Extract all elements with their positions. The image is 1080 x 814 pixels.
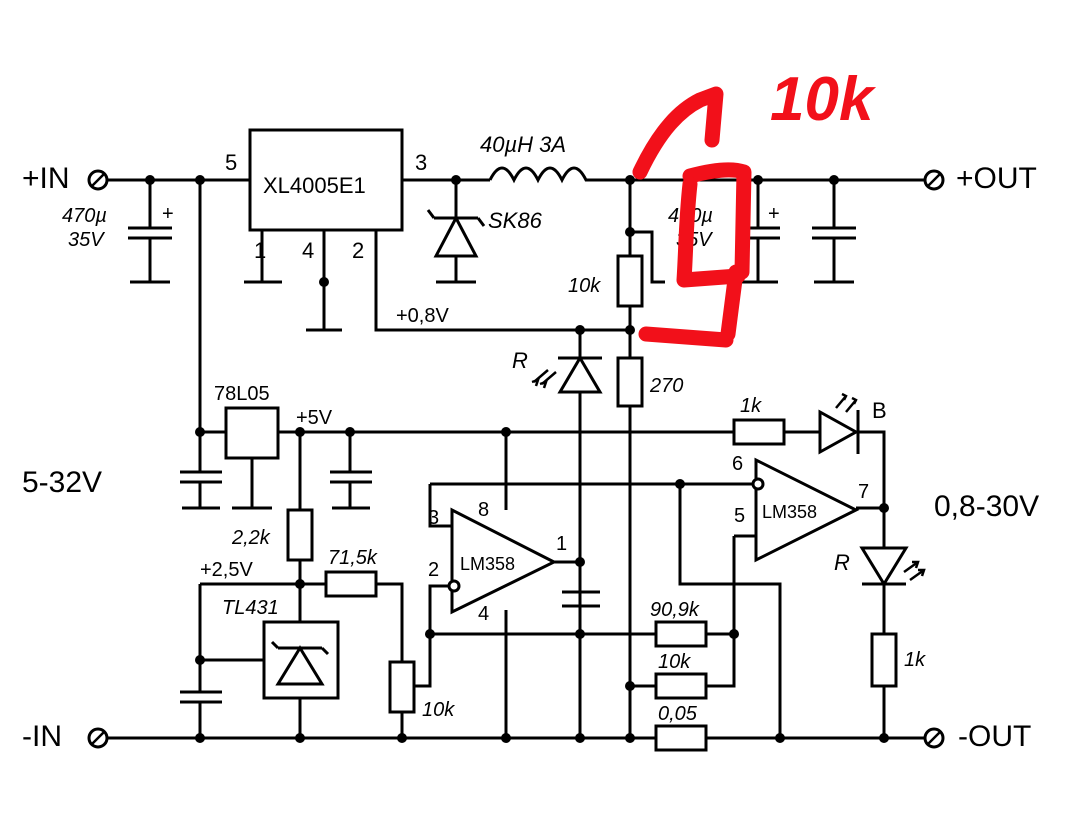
reg-pin-2: 2 [352, 238, 364, 263]
xl4005-label: XL4005E1 [263, 173, 366, 198]
in-pos-label: +IN [22, 162, 70, 195]
reg-pin-5: 5 [225, 150, 237, 175]
input-range-label: 5-32V [22, 466, 102, 499]
tl431 [262, 620, 340, 700]
inductor [488, 166, 590, 184]
opamp2-pin5: 5 [734, 505, 745, 527]
terminal-in-neg [87, 727, 109, 749]
led-r1 [531, 355, 603, 394]
svg-text:+: + [162, 203, 174, 225]
out-pos-label: +OUT [956, 162, 1037, 195]
opamp2-label: LM358 [762, 502, 817, 522]
net-5v-label: +5V [296, 407, 333, 429]
out-neg-label: -OUT [958, 720, 1031, 753]
input-capacitor: + [128, 203, 174, 240]
net-fb-label: +0,8V [396, 305, 449, 327]
inductor-label: 40µH 3A [480, 132, 566, 157]
red-annotation [632, 86, 752, 348]
r-shunt-label: 0,05 [658, 703, 698, 725]
resistor-fb-bottom [616, 356, 644, 408]
r-22k-label: 2,2k [231, 527, 271, 549]
cap-ldo-in [180, 470, 222, 484]
led-r1-label: R [512, 348, 528, 373]
ldo-78l05 [224, 406, 280, 460]
led-b-label: B [872, 398, 887, 423]
led-r2 [859, 546, 926, 587]
wiring [108, 178, 924, 740]
r-led-b-label: 1k [740, 395, 762, 417]
svg-text:+: + [768, 203, 780, 225]
opamp1-label: LM358 [460, 554, 515, 574]
in-neg-label: -IN [22, 720, 62, 753]
r-fb-top-label: 10k [568, 275, 601, 297]
r-715k-label: 71,5k [328, 547, 378, 569]
pot-label: 10k [422, 699, 455, 721]
opamp2-pin6: 6 [732, 453, 743, 475]
cap-in-value: 470µ [62, 205, 107, 227]
resistor-2-2k [286, 508, 314, 562]
cap-in-voltage: 35V [68, 229, 105, 251]
junctions [145, 175, 889, 743]
resistor-fb-top [616, 254, 644, 308]
output-range-label: 0,8-30V [934, 490, 1039, 523]
output-capacitor-ceramic [812, 226, 856, 240]
r-led-r-out-label: 1k [904, 649, 926, 671]
resistor-shunt [654, 724, 708, 752]
ldo-label: 78L05 [214, 383, 270, 405]
opamp2 [751, 457, 860, 563]
diode-label: SK86 [488, 208, 543, 233]
reg-pin-4: 4 [302, 238, 314, 263]
schottky-diode [426, 209, 486, 258]
opamp1-pin3: 3 [428, 507, 439, 529]
cap-tl431 [180, 690, 222, 704]
resistor-1k-led-b [732, 418, 786, 446]
terminal-in-pos [87, 169, 109, 191]
terminal-out-pos [923, 169, 945, 191]
opamp1-pin1: 1 [556, 533, 567, 555]
r-fb-bottom-label: 270 [649, 375, 683, 397]
opamp1-pin2: 2 [428, 559, 439, 581]
resistor-90-9k [654, 620, 708, 648]
cap-5v [330, 470, 372, 484]
opamp1-pin8: 8 [478, 499, 489, 521]
led-r2-label: R [834, 550, 850, 575]
potentiometer-10k [388, 660, 416, 714]
r-909k-label: 90,9k [650, 599, 700, 621]
resistor-71-5k [324, 570, 378, 598]
reg-pin-3: 3 [415, 150, 427, 175]
resistor-1k-led-r [870, 632, 898, 688]
r-10k-lower-label: 10k [658, 651, 691, 673]
xl4005-chip [248, 128, 404, 232]
led-b [818, 392, 860, 455]
annotation-10k: 10k [770, 65, 877, 134]
reg-pin-1: 1 [254, 238, 266, 263]
resistor-10k-lower [654, 672, 708, 700]
net-25v-label: +2,5V [200, 559, 253, 581]
opamp1 [447, 507, 558, 615]
tl431-label: TL431 [222, 597, 279, 619]
terminal-out-neg [923, 727, 945, 749]
opamp1-pin4: 4 [478, 603, 489, 625]
opamp2-pin7: 7 [858, 481, 869, 503]
